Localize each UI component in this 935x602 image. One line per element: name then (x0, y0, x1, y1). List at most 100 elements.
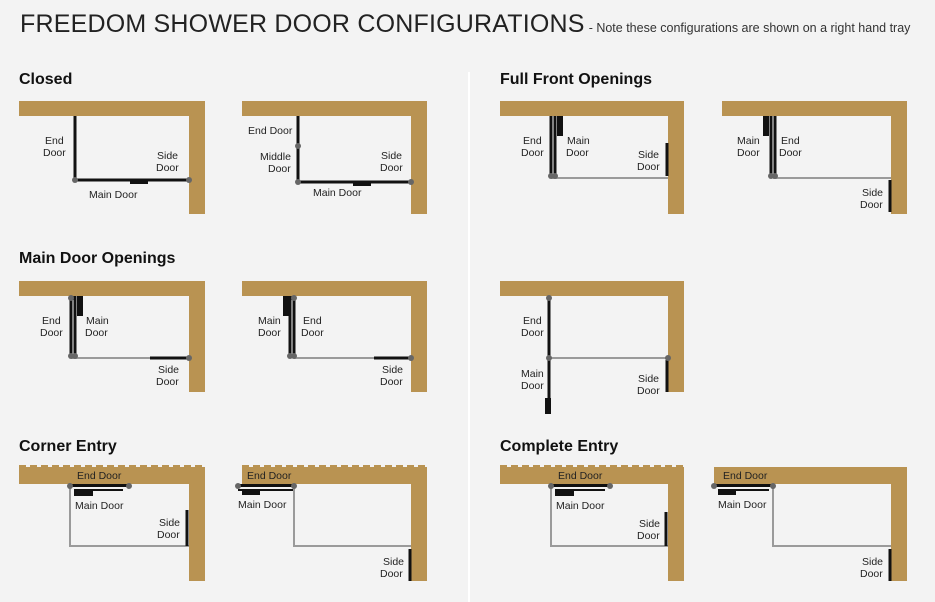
label-side: Side (159, 517, 180, 529)
tray-wall (714, 467, 907, 581)
label-door: Door (521, 380, 544, 392)
diagram-main-door-opening-2: Main Door End Door Side Door (242, 281, 427, 392)
label-main: Main (86, 315, 109, 327)
tray-wall (242, 101, 427, 214)
pivot-point (548, 483, 554, 489)
label-end: End (42, 315, 61, 327)
section-title-complete-entry: Complete Entry (500, 438, 619, 455)
label-side: Side (862, 556, 883, 568)
label-door: Door (43, 147, 66, 159)
diagram-complete-entry-2: End Door Main Door Side Door (711, 467, 907, 581)
main-door-handle (718, 489, 736, 495)
label-end: End (303, 315, 322, 327)
pivot-point (291, 295, 297, 301)
label-door: Door (860, 568, 883, 580)
label-door: Door (301, 327, 324, 339)
label-main-door: Main Door (238, 499, 287, 511)
tray-wall (242, 467, 427, 581)
main-door-handle (74, 489, 93, 496)
label-main: Main (258, 315, 281, 327)
pivot-point (665, 355, 671, 361)
label-end-door: End Door (723, 470, 768, 482)
label-door: Door (380, 568, 403, 580)
page-note: - Note these configurations are shown on… (588, 21, 911, 35)
diagram-full-front-1: End Door Main Door Side Door (500, 101, 684, 214)
tray-wall (19, 281, 205, 392)
label-door: Door (860, 199, 883, 211)
diagram-closed-1: End Door Main Door Side Door (19, 101, 205, 214)
tray-wall (500, 467, 684, 581)
pivot-point (291, 483, 297, 489)
label-door: Door (779, 147, 802, 159)
label-side: Side (157, 150, 178, 162)
label-end-door: End Door (247, 470, 292, 482)
label-main-door: Main Door (89, 189, 138, 201)
main-door-handle (763, 116, 769, 136)
label-door: Door (268, 163, 291, 175)
main-door-handle (283, 296, 289, 316)
section-title-full-front-openings: Full Front Openings (500, 71, 652, 88)
label-end: End (523, 315, 542, 327)
tray-wall (500, 281, 684, 392)
label-main-door: Main Door (313, 187, 362, 199)
label-door: Door (380, 376, 403, 388)
label-side: Side (381, 150, 402, 162)
label-side: Side (639, 518, 660, 530)
pivot-point (546, 355, 552, 361)
pivot-point (772, 173, 778, 179)
label-main: Main (737, 135, 760, 147)
label-door: Door (637, 161, 660, 173)
label-door: Door (156, 376, 179, 388)
pivot-point (295, 143, 301, 149)
label-door: Door (156, 162, 179, 174)
page-title: FREEDOM SHOWER DOOR CONFIGURATIONS- Note… (20, 10, 910, 39)
end-door-panel (714, 484, 773, 487)
column-divider (468, 72, 470, 602)
label-door: Door (737, 147, 760, 159)
diagram-closed-2: End Door Middle Door Main Door Side Door (242, 101, 427, 214)
label-side: Side (862, 187, 883, 199)
diagram-main-door-opening-1: End Door Main Door Side Door (19, 281, 205, 392)
glass-outline (69, 487, 189, 547)
pivot-point (711, 483, 717, 489)
pivot-point (408, 355, 414, 361)
pivot-point (72, 177, 78, 183)
pivot-point (67, 483, 73, 489)
main-door-handle (545, 398, 551, 414)
pivot-point (607, 483, 613, 489)
main-door-handle (555, 489, 574, 496)
pivot-point (186, 355, 192, 361)
page-title-text: FREEDOM SHOWER DOOR CONFIGURATIONS (20, 10, 585, 38)
label-end-door: End Door (77, 470, 122, 482)
section-title-closed: Closed (19, 71, 73, 88)
diagram-corner-entry-1: End Door Main Door Side Door (19, 465, 205, 581)
diagram-main-door-opening-3: End Door Main Door Side Door (500, 281, 684, 414)
tray-wall (722, 101, 907, 214)
label-door: Door (637, 530, 660, 542)
label-end: End (781, 135, 800, 147)
main-door-handle (130, 179, 148, 184)
label-side: Side (383, 556, 404, 568)
glass-outline (293, 487, 411, 547)
diagram-corner-entry-2: End Door Main Door Side Door (235, 465, 427, 581)
pivot-point (186, 177, 192, 183)
label-main: Main (521, 368, 544, 380)
label-end-door: End Door (248, 125, 293, 137)
tray-wall (19, 101, 205, 214)
label-door: Door (85, 327, 108, 339)
label-middle: Middle (260, 151, 291, 163)
label-door: Door (521, 327, 544, 339)
glass-outline (550, 487, 668, 547)
main-door-handle (353, 181, 371, 186)
tray-wall (500, 101, 684, 214)
pivot-point (72, 353, 78, 359)
diagram-complete-entry-1: End Door Main Door Side Door (500, 465, 684, 581)
label-end: End (45, 135, 64, 147)
label-end-door: End Door (558, 470, 603, 482)
pivot-point (770, 483, 776, 489)
glass-outline (772, 487, 891, 547)
section-title-corner-entry: Corner Entry (19, 438, 117, 455)
label-main-door: Main Door (75, 500, 124, 512)
tray-wall (242, 281, 427, 392)
